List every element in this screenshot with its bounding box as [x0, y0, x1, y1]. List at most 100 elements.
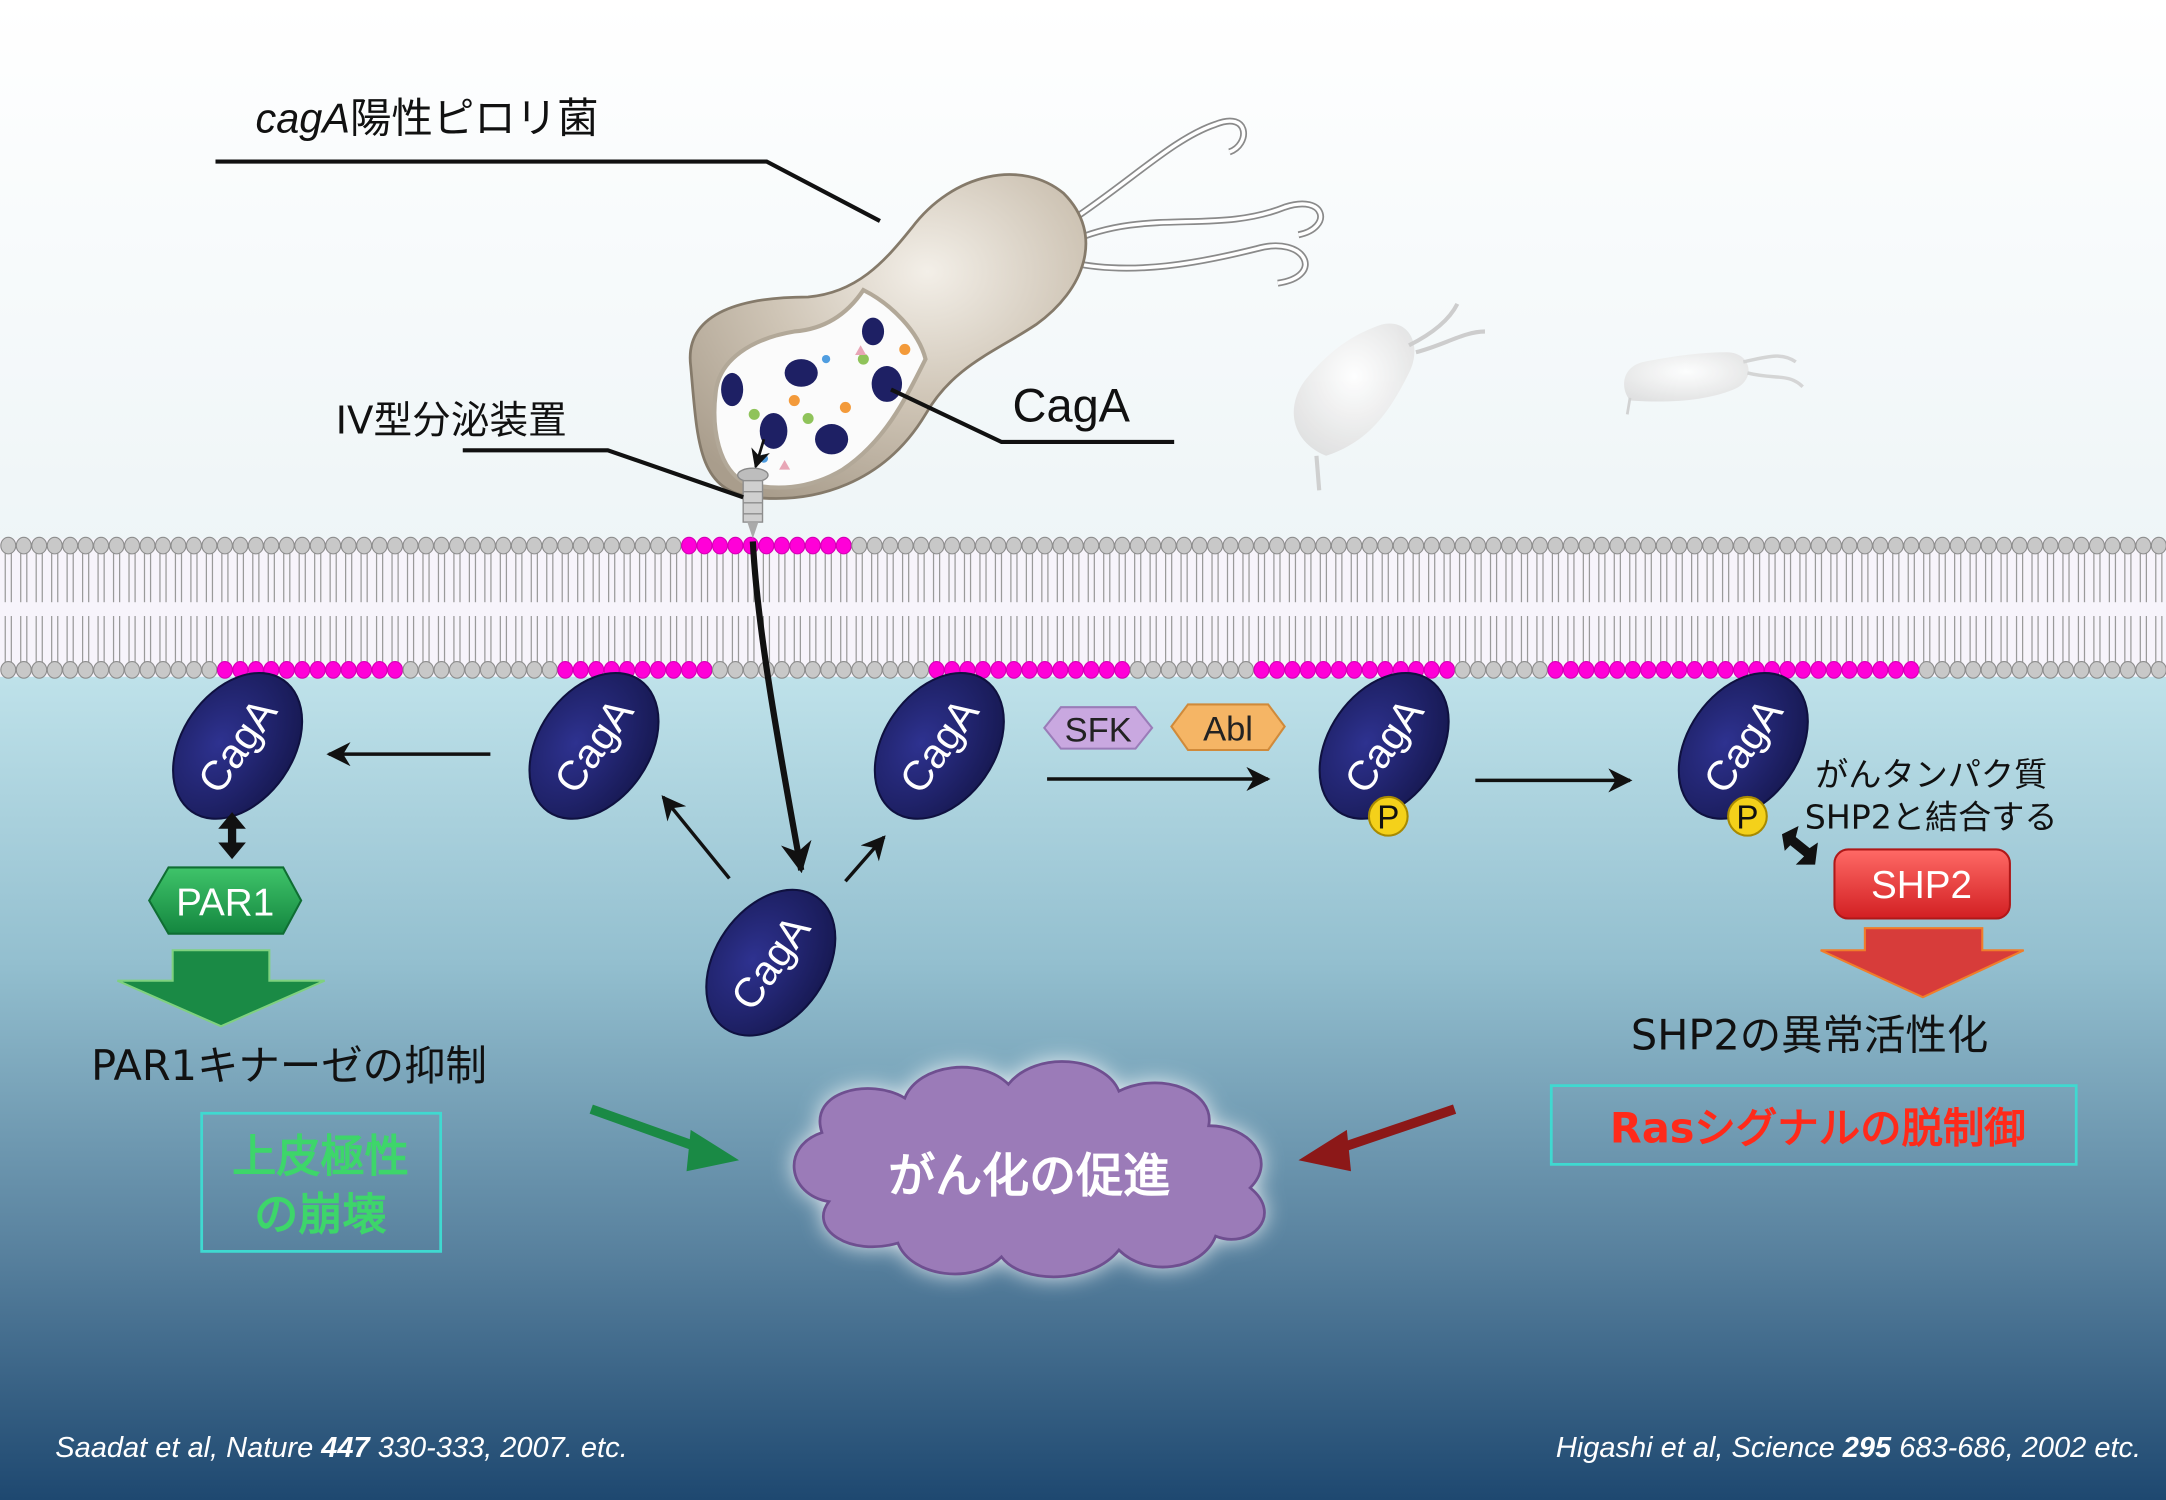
lipid-head — [619, 536, 636, 555]
raft-lipid-head — [1423, 661, 1440, 679]
lipid-head — [1485, 661, 1502, 679]
raft-lipid-head — [1114, 661, 1131, 679]
bacterium-cagA-label: CagA — [1013, 378, 1131, 431]
lipid-head — [2042, 536, 2059, 555]
lipid-head — [1485, 536, 1502, 555]
lipid-head — [1949, 661, 1966, 679]
phosphate-label: P — [1736, 800, 1758, 837]
lipid-head — [108, 536, 125, 555]
lipid-head — [2104, 661, 2121, 679]
cagA-ellipse — [873, 671, 1005, 820]
raft-lipid-head — [1299, 661, 1316, 679]
raft-lipid-head — [1268, 661, 1285, 679]
lipid-head — [1330, 536, 1347, 555]
lipid-head — [1423, 536, 1440, 555]
raft-lipid-head — [820, 536, 837, 555]
shp2-label: SHP2 — [1871, 864, 1972, 907]
raft-lipid-head — [711, 536, 728, 555]
raft-lipid-head — [1067, 661, 1084, 679]
lipid-head — [897, 661, 914, 679]
lipid-head — [1980, 536, 1997, 555]
lipid-head — [2088, 536, 2105, 555]
polarity-text-line1: 上皮極性 — [232, 1131, 409, 1182]
phosphate-group: P — [1727, 795, 1768, 837]
lipid-head — [557, 536, 574, 555]
raft-lipid-head — [1021, 661, 1038, 679]
lipid-head — [139, 661, 156, 679]
lipid-head — [2150, 661, 2166, 679]
raft-lipid-head — [309, 661, 326, 679]
lipid-head — [1686, 536, 1703, 555]
lipid-head — [1702, 536, 1719, 555]
type-iv-secretion-system — [736, 467, 769, 539]
citation-right-volume: 295 — [1842, 1432, 1892, 1464]
ras-box — [1549, 1084, 2078, 1166]
lipid-head — [1949, 536, 1966, 555]
lipid-head — [185, 661, 202, 679]
lipid-head — [882, 536, 899, 555]
raft-lipid-head — [1841, 661, 1858, 679]
lipid-head — [665, 536, 682, 555]
shp2-activation-text: SHP2の異常活性化 — [1631, 1012, 1988, 1060]
lipid-head — [634, 536, 651, 555]
lipid-head — [603, 536, 620, 555]
lipid-head — [1996, 536, 2013, 555]
lipid-head — [1980, 661, 1997, 679]
lipid-head — [851, 661, 868, 679]
cell-membrane — [0, 536, 2166, 679]
lipid-head — [448, 661, 465, 679]
raft-lipid-head — [356, 661, 373, 679]
par1-down-arrow — [116, 949, 326, 1028]
lipid-head — [356, 536, 373, 555]
lipid-head — [201, 661, 218, 679]
raft-lipid-head — [990, 661, 1007, 679]
lipid-head — [15, 661, 32, 679]
phosphate-label: P — [1377, 800, 1399, 837]
lipid-head — [1470, 661, 1487, 679]
lipid-head — [541, 536, 558, 555]
lipid-head — [1129, 661, 1146, 679]
secretion-leader-line — [462, 448, 744, 500]
lipid-head — [773, 661, 790, 679]
lipid-head — [31, 661, 48, 679]
lipid-head — [1733, 536, 1750, 555]
title-rest: 陽性ピロリ菌 — [350, 95, 599, 143]
lipid-head — [278, 536, 295, 555]
lipid-head — [154, 536, 172, 555]
h-pylori-bacterium — [688, 117, 1324, 539]
lipid-head — [1856, 536, 1873, 555]
lipid-head — [1439, 536, 1456, 555]
cagA-ellipse — [1677, 671, 1809, 820]
lipid-head — [959, 536, 976, 555]
shp2-binding-note-line2: SHP2と結合する — [1805, 798, 2058, 837]
lipid-head — [1129, 536, 1146, 555]
lipid-head — [526, 661, 543, 679]
raft-lipid-head — [727, 536, 744, 555]
background-bacterium — [1624, 352, 1804, 415]
raft-lipid-head — [325, 661, 342, 679]
lipid-head — [1454, 536, 1471, 555]
lipid-head — [124, 536, 141, 555]
lipid-head — [1918, 536, 1935, 555]
bacterium-title-label: cagA陽性ピロリ菌 — [256, 95, 599, 143]
lipid-head — [510, 661, 527, 679]
lipid-head — [325, 536, 342, 555]
title-leader-line — [215, 159, 881, 223]
lipid-head — [2088, 661, 2105, 679]
lipid-head — [418, 661, 435, 679]
raft-lipid-head — [1702, 661, 1719, 679]
lipid-head — [588, 536, 605, 555]
lipid-head — [1207, 536, 1224, 555]
par1-inhibition-text: PAR1キナーゼの抑制 — [91, 1042, 487, 1090]
lipid-head — [232, 536, 249, 555]
extracellular-background — [0, 0, 2166, 553]
lipid-head — [1717, 536, 1734, 555]
cagA-ellipse — [1318, 671, 1450, 820]
lipid-head — [1593, 536, 1610, 555]
lipid-head — [1346, 536, 1363, 555]
raft-lipid-head — [1052, 661, 1069, 679]
lipid-head — [418, 536, 435, 555]
lipid-head — [1903, 536, 1920, 555]
lipid-head — [46, 661, 63, 679]
